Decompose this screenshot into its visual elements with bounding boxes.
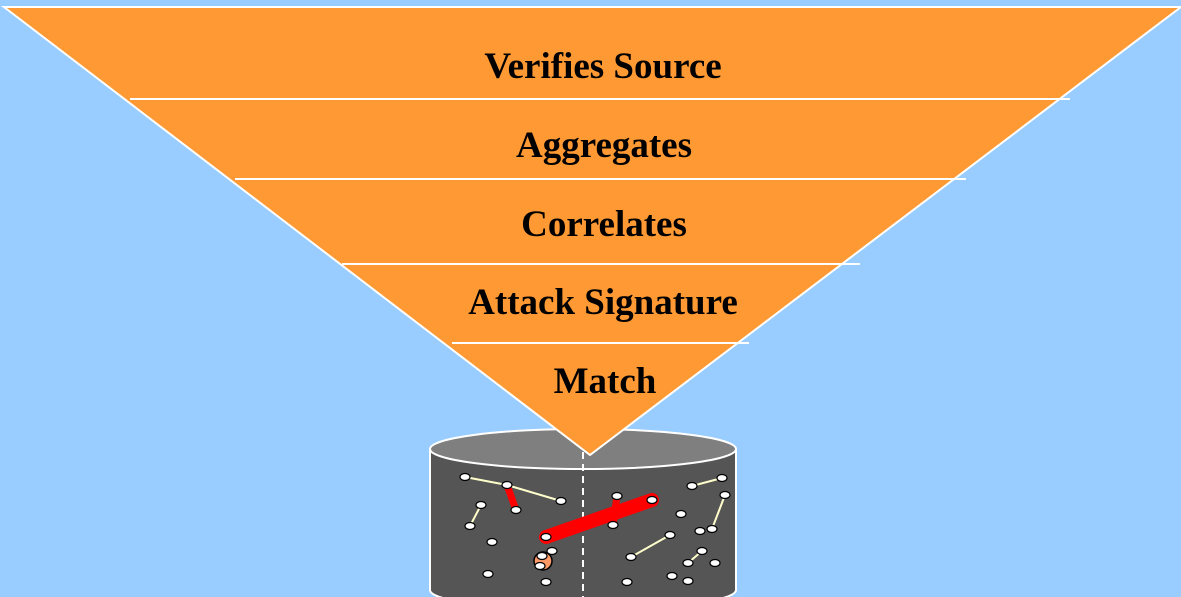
- network-node: [510, 505, 522, 515]
- network-node: [464, 521, 476, 531]
- network-node: [534, 561, 546, 571]
- network-node: [696, 546, 708, 556]
- funnel-shape: [1, 6, 1181, 457]
- network-node: [666, 571, 678, 581]
- network-node: [611, 491, 623, 501]
- highlighted-link: [609, 492, 621, 529]
- highlighted-link: [503, 481, 520, 514]
- network-node: [475, 500, 487, 510]
- network-node: [536, 551, 548, 561]
- network-node: [625, 552, 637, 562]
- funnel-level-label: Verifies Source: [484, 46, 721, 87]
- network-link: [506, 484, 562, 502]
- funnel-level-label: Correlates: [521, 204, 687, 245]
- network-node: [459, 472, 471, 482]
- funnel: Verifies Source Aggregates Correlates At…: [1, 6, 1181, 457]
- network-node: [540, 577, 552, 587]
- network-nodes: [459, 472, 731, 587]
- network-link: [711, 494, 726, 530]
- network-node: [716, 473, 728, 483]
- network-link: [464, 476, 508, 486]
- network-node: [686, 481, 698, 491]
- network-node: [706, 524, 718, 534]
- network-node: [675, 509, 687, 519]
- network-node: [607, 520, 619, 530]
- network-node: [501, 480, 513, 490]
- funnel-level-label: Attack Signature: [468, 282, 738, 323]
- network-node: [709, 558, 721, 568]
- network-node: [540, 532, 552, 542]
- highlighted-link: [539, 493, 659, 544]
- database-cylinder-icon: [429, 428, 737, 597]
- network-node: [682, 558, 694, 568]
- network-node: [719, 490, 731, 500]
- network-node: [555, 496, 567, 506]
- network-node: [646, 495, 658, 505]
- funnel-level-label: Aggregates: [516, 125, 692, 166]
- funnel-level-label: Match: [554, 361, 657, 402]
- network-link: [630, 534, 671, 558]
- network-node: [621, 577, 633, 587]
- network-node: [682, 576, 694, 586]
- network-node: [664, 530, 676, 540]
- network-node: [694, 526, 706, 536]
- network-node: [482, 569, 494, 579]
- network-node: [546, 546, 558, 556]
- network-node: [486, 537, 498, 547]
